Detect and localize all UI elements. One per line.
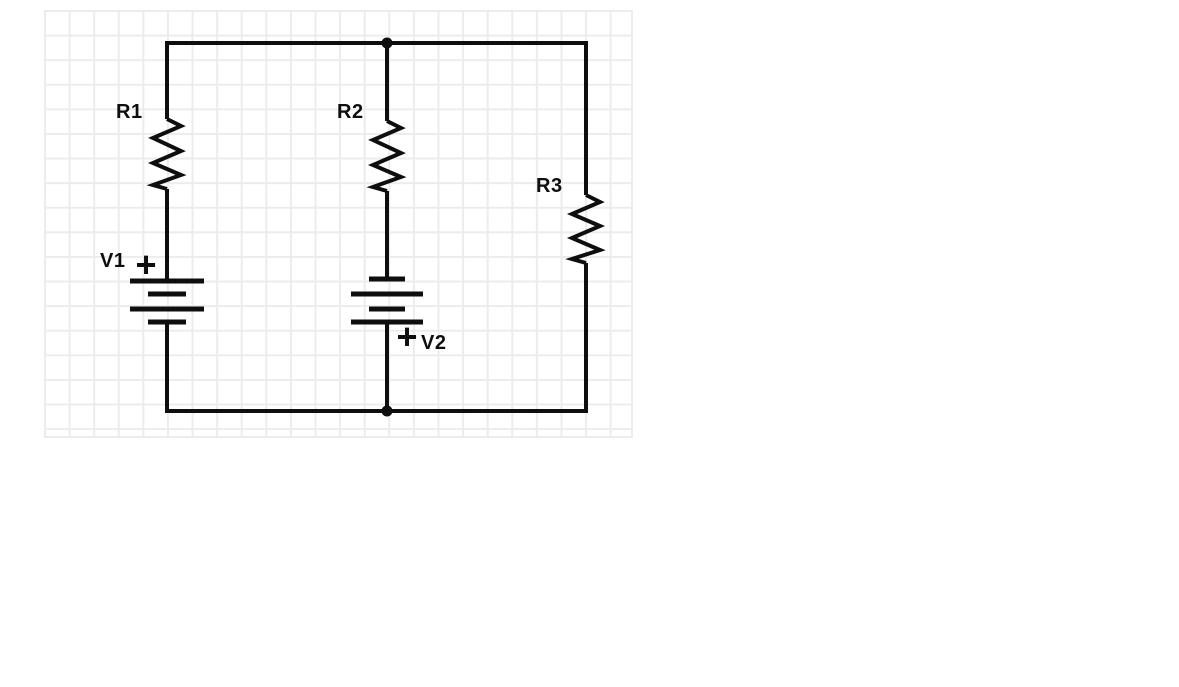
battery-v2	[351, 276, 423, 325]
resistor-r1-label: R1	[116, 101, 143, 123]
resistor-r1	[146, 117, 187, 191]
grid-paper-background	[44, 10, 633, 438]
battery-v2-plus-sign: +	[396, 316, 417, 357]
battery-v1	[130, 278, 204, 325]
resistor-r3	[565, 193, 606, 265]
resistor-r2	[366, 119, 407, 193]
junction-dot-top	[381, 37, 393, 49]
battery-v1-label: V1	[100, 250, 125, 272]
circuit-svg: R1 R2 R3 V1 + + V2	[100, 37, 606, 417]
battery-v1-plus-sign: +	[135, 244, 156, 285]
rails	[167, 41, 586, 413]
branch-left	[146, 41, 187, 413]
battery-v2-label: V2	[421, 332, 446, 354]
branch-middle	[366, 43, 407, 411]
resistor-r2-label: R2	[337, 101, 364, 123]
junction-dot-bottom	[381, 405, 393, 417]
circuit-figure: R1 R2 R3 V1 + + V2	[0, 0, 633, 438]
resistor-r3-label: R3	[536, 175, 563, 197]
branch-right	[565, 41, 606, 413]
